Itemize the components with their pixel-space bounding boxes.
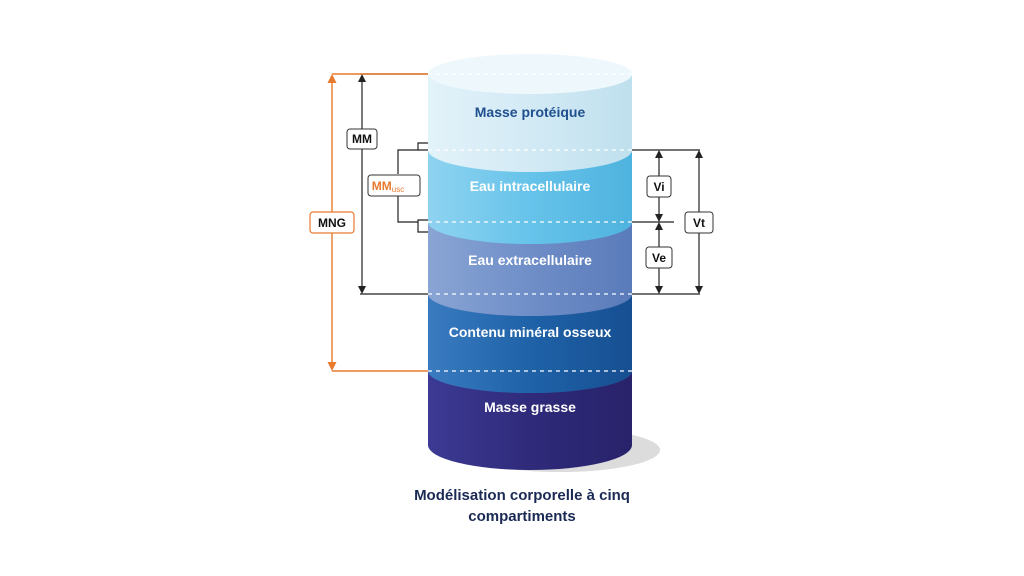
vi-arrow-down: [655, 214, 663, 222]
ve-label: Ve: [652, 251, 666, 265]
mm-arrow-up: [358, 74, 366, 82]
label-protein-mass: Masse protéique: [475, 104, 586, 120]
mng-arrow-down: [327, 362, 337, 371]
mm-box: [346, 128, 378, 150]
label-fat-mass: Masse grasse: [484, 399, 576, 415]
vi-label: Vi: [653, 180, 664, 194]
mmusc-box: [367, 174, 421, 197]
mmusc-main: MM: [372, 179, 392, 193]
label-intracellular-water: Eau intracellulaire: [470, 178, 591, 194]
mmusc-brace: [397, 142, 428, 233]
vt-label: Vt: [693, 216, 705, 230]
mmusc-sub: usc: [392, 185, 404, 194]
ve-box: [645, 246, 673, 269]
vi-arrow-up: [655, 150, 663, 158]
label-bone-mineral: Contenu minéral osseux: [449, 324, 612, 340]
mm-arrow-down: [358, 286, 366, 294]
mng-label: MNG: [318, 216, 346, 230]
mng-box: [309, 211, 355, 234]
caption-line-1: Modélisation corporelle à cinq: [414, 487, 630, 504]
ve-arrow-down: [655, 286, 663, 294]
vi-box: [646, 175, 672, 198]
ve-arrow-up: [655, 222, 663, 230]
mm-label: MM: [352, 132, 372, 146]
layer-protein-mass: [428, 54, 632, 172]
dashed-level-lines: [428, 73, 632, 372]
caption-line-2: compartiments: [468, 508, 576, 525]
vt-box: [684, 211, 714, 234]
mmusc-label: MMusc: [372, 179, 404, 194]
label-extracellular-water: Eau extracellulaire: [468, 252, 592, 268]
vt-arrow-down: [695, 286, 703, 294]
mng-arrow-up: [327, 74, 337, 83]
vt-arrow-up: [695, 150, 703, 158]
